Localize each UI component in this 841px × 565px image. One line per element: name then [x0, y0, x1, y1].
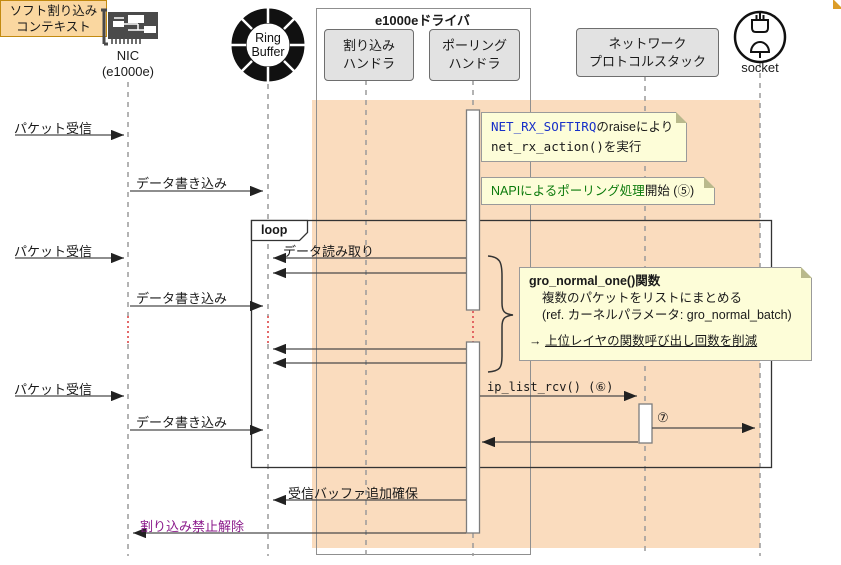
note-gro-normal-one: gro_normal_one()関数 複数のパケットをリストにまとめる (ref… [519, 267, 812, 361]
msg-ip-list-rcv: ip_list_rcv() (⑥) [487, 380, 614, 394]
msg-irq-unmask: 割り込み禁止解除 [140, 519, 245, 534]
interrupt-handler-line1: 割り込み [342, 38, 395, 53]
nic-label: NIC [116, 48, 140, 63]
note-napi-highlight: NAPIによるポーリング処理 [491, 184, 645, 198]
msg-data-write-3: データ書き込み [136, 415, 228, 430]
note-gro-conclusion: 上位レイヤの関数呼び出し回数を削減 [544, 334, 758, 348]
interrupt-handler-line2: ハンドラ [342, 56, 395, 71]
note-softirq-line2: コンテキスト [16, 19, 91, 34]
note-net-rx-line1: NET_RX_SOFTIRQのraiseにより [491, 117, 677, 137]
polling-handler-line1: ポーリング [441, 38, 507, 53]
msg-data-write-2: データ書き込み [136, 291, 228, 306]
msg-packet-rx-2: パケット受信 [14, 244, 93, 259]
note-gro-spacer [529, 324, 802, 333]
note-gro-arrow: → [529, 334, 545, 348]
ring-buffer-label-line2: Buffer [251, 45, 284, 59]
note-net-rx-text1: のraiseにより [596, 120, 674, 134]
msg-rx-buffer-alloc: 受信バッファ追加確保 [288, 486, 419, 501]
note-softirq-context: ソフト割り込み コンテキスト [0, 0, 107, 37]
protocol-stack-line2: プロトコルスタック [588, 53, 706, 69]
msg-packet-rx-3: パケット受信 [14, 382, 93, 397]
msg-data-read: データ読み取り [283, 244, 375, 259]
ring-buffer-icon: Ring Buffer [231, 8, 305, 82]
participant-interrupt-handler: 割り込み ハンドラ [324, 29, 414, 81]
protocol-stack-line1: ネットワーク [608, 35, 687, 51]
msg-packet-rx-1: パケット受信 [14, 121, 93, 136]
note-net-rx-line2: net_rx_action()を実行 [491, 137, 677, 157]
note-gro-conclusion-line: → 上位レイヤの関数呼び出し回数を削減 [529, 333, 802, 350]
code-net-rx-action: net_rx_action() [491, 139, 604, 154]
note-napi-rest: 開始 (⑤) [644, 184, 695, 198]
socket-label: socket [741, 60, 779, 75]
msg-step7: ⑦ [657, 410, 669, 425]
note-gro-line1: 複数のパケットをリストにまとめる [542, 291, 743, 305]
note-net-rx-softirq: NET_RX_SOFTIRQのraiseにより net_rx_action()を… [481, 112, 687, 162]
msg-data-write-1: データ書き込み [136, 176, 228, 191]
participant-polling-handler: ポーリング ハンドラ [429, 29, 520, 81]
socket-icon [733, 10, 787, 64]
nic-sublabel: (e1000e) [101, 64, 155, 79]
ring-buffer-label-line1: Ring [255, 31, 281, 45]
nic-icon [101, 8, 158, 46]
polling-handler-line2: ハンドラ [448, 56, 501, 71]
note-napi-polling: NAPIによるポーリング処理開始 (⑤) [481, 177, 715, 205]
driver-frame-title: e1000eドライバ [374, 13, 471, 28]
note-net-rx-text2: を実行 [603, 140, 642, 154]
note-gro-line2: (ref. カーネルパラメータ: gro_normal_batch) [542, 308, 792, 322]
participant-protocol-stack: ネットワーク プロトコルスタック [576, 28, 719, 77]
loop-label: loop [261, 223, 288, 237]
note-softirq-line1: ソフト割り込み [9, 3, 98, 18]
driver-frame [316, 8, 531, 555]
code-net-rx-softirq: NET_RX_SOFTIRQ [491, 119, 597, 134]
note-gro-title: gro_normal_one()関数 [529, 274, 661, 288]
